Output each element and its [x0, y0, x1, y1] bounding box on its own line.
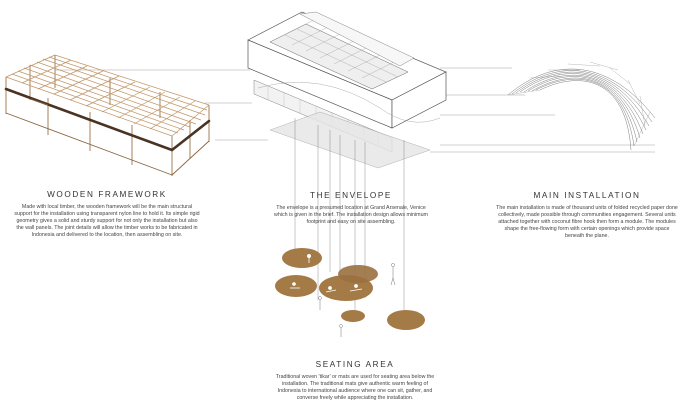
mat-4: [338, 265, 378, 283]
wooden-framework-section: WOODEN FRAMEWORK Made with local timber,…: [14, 190, 200, 239]
main-installation-description: The main installation is made of thousan…: [496, 205, 678, 240]
main-installation-drawing: [507, 61, 656, 151]
seating-area-section: SEATING AREA Traditional woven 'tikar' o…: [275, 360, 435, 402]
wooden-framework-description: Made with local timber, the wooden frame…: [14, 204, 200, 239]
seating-area-drawing: [275, 248, 425, 337]
main-installation-heading: MAIN INSTALLATION: [533, 191, 641, 200]
mat-5: [341, 310, 365, 322]
seating-area-description: Traditional woven 'tikar' or mats are us…: [275, 374, 435, 402]
seating-area-heading: SEATING AREA: [315, 360, 395, 369]
envelope-section: THE ENVELOPE The envelope is a presumed …: [273, 191, 429, 226]
mat-6: [387, 310, 425, 330]
connector-lines: [55, 67, 655, 153]
mat-1: [282, 248, 322, 268]
envelope-drawing: [247, 11, 447, 318]
wooden-framework-drawing: [4, 54, 211, 176]
envelope-description: The envelope is a presumed location at G…: [274, 205, 428, 226]
main-installation-section: MAIN INSTALLATION The main installation …: [496, 191, 678, 240]
wooden-framework-heading: WOODEN FRAMEWORK: [47, 190, 167, 199]
envelope-heading: THE ENVELOPE: [310, 191, 392, 200]
mat-2: [275, 275, 317, 297]
